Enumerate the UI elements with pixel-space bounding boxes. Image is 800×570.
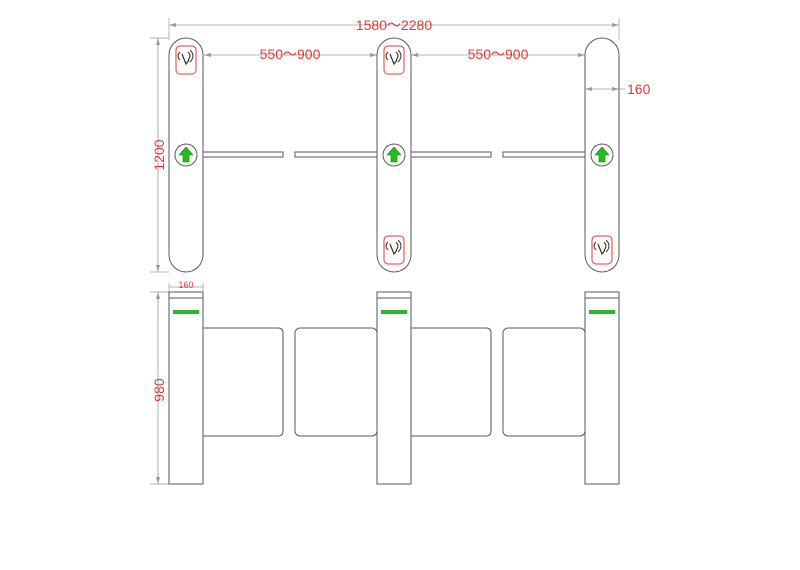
green-led-strip xyxy=(589,310,615,314)
cabinet-length-dimension: 1200 xyxy=(150,37,169,273)
green-up-arrow-icon xyxy=(382,143,406,167)
swing-panels-front-view xyxy=(203,327,586,437)
lane-width-dimension-left: 550～900 xyxy=(204,46,377,62)
left-cabinet-front-view xyxy=(168,291,204,485)
green-led-strip xyxy=(173,310,199,314)
cabinet-height-label: 980 xyxy=(151,378,167,402)
overall-width-label: 1580～2280 xyxy=(356,17,433,33)
rfid-reader-icon xyxy=(591,235,613,265)
middle-cabinet-front-view xyxy=(376,291,412,485)
overall-width-dimension: 1580～2280 xyxy=(168,17,620,40)
lane-width-left-label: 550～900 xyxy=(260,46,321,62)
right-cabinet-top-view xyxy=(584,37,620,273)
green-up-arrow-icon xyxy=(174,143,198,167)
cabinet-width-dimension-side: 160 xyxy=(168,280,204,292)
cabinet-width-top-label: 160 xyxy=(627,81,651,97)
right-cabinet-front-view xyxy=(584,291,620,485)
rfid-reader-icon xyxy=(383,45,405,75)
cabinet-width-dimension-top: 160 xyxy=(585,81,651,97)
cabinet-length-label: 1200 xyxy=(151,139,167,170)
green-up-arrow-icon xyxy=(590,143,614,167)
green-led-strip xyxy=(381,310,407,314)
cabinet-height-dimension: 980 xyxy=(150,291,169,485)
rfid-reader-icon xyxy=(383,235,405,265)
lane-width-right-label: 550～900 xyxy=(468,46,529,62)
middle-cabinet-top-view xyxy=(376,37,412,273)
lane-width-dimension-right: 550～900 xyxy=(411,46,585,62)
cabinet-width-side-label: 160 xyxy=(178,280,193,290)
rfid-reader-icon xyxy=(175,45,197,75)
swing-arms-top-view xyxy=(202,151,586,158)
left-cabinet-top-view xyxy=(168,37,204,273)
